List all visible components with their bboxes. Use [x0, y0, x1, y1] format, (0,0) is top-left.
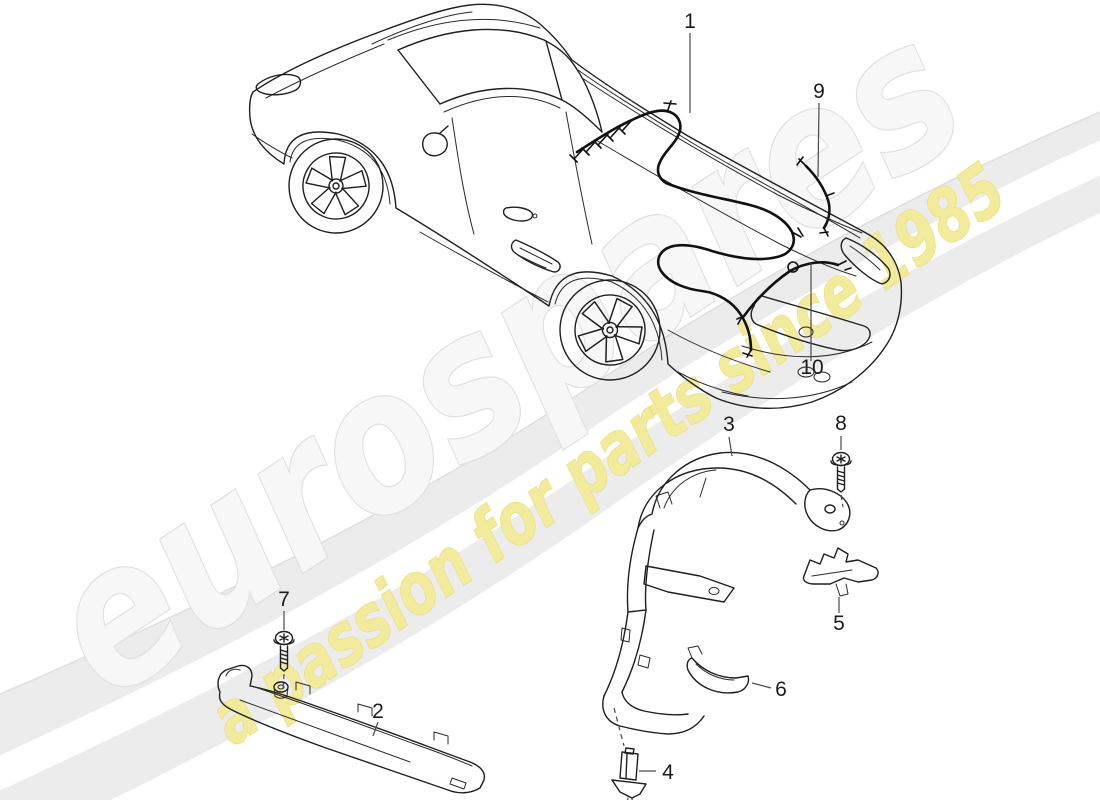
clip-outline — [802, 547, 879, 585]
guide-rail-channel-line — [251, 685, 473, 767]
cover-tab — [687, 645, 703, 659]
callout-10-label: 10 — [800, 356, 823, 379]
duct-leg-clips — [620, 627, 651, 669]
license-plate-recess — [750, 295, 871, 352]
car-illustration — [248, 3, 903, 409]
car-roof-inner-line — [387, 18, 541, 41]
part-clip-5 — [802, 547, 879, 597]
callout-5-label: 5 — [833, 612, 845, 635]
duct-bracket-hole-small — [839, 520, 845, 526]
bumper-valance-line — [721, 381, 853, 400]
guide-rail-screw-hole — [277, 684, 285, 690]
rivet-base — [611, 779, 647, 799]
side-air-vent-slats — [517, 247, 553, 269]
guide-rail-lower-line — [239, 699, 411, 763]
callout-8-dash — [840, 494, 844, 508]
exhaust-tip-right — [813, 371, 831, 383]
front-arch-lip — [289, 137, 391, 205]
clip-hook — [811, 569, 853, 597]
car-c-pillar-edge — [575, 67, 603, 133]
cover-inner-line — [695, 663, 735, 681]
callout-2-label: 2 — [372, 700, 384, 723]
guide-rail-clips — [225, 668, 467, 790]
cover-outline — [686, 657, 750, 694]
bumper-trim-line — [741, 341, 873, 358]
part-guide-rail-2 — [217, 664, 486, 794]
wiring-harness-main — [569, 100, 852, 358]
duct-left-leg — [626, 527, 655, 613]
callout-2-leader — [372, 721, 379, 737]
rear-fender-crease — [667, 329, 771, 373]
part-cover-6 — [686, 645, 750, 694]
side-mirror — [422, 125, 449, 157]
part-screw-8 — [830, 451, 852, 493]
car-hood-seam — [265, 43, 385, 99]
car-decklid-seam — [581, 77, 863, 234]
duct-bottom-channel — [602, 691, 705, 735]
callout-8-label: 8 — [835, 412, 847, 435]
door-front-seam — [451, 117, 475, 235]
door-rear-seam — [565, 111, 593, 245]
callout-6-label: 6 — [775, 678, 787, 701]
car-side-glass-top — [397, 28, 577, 69]
car-front-bumper-seam — [251, 133, 293, 159]
callout-4-dash — [613, 707, 625, 747]
guide-rail-boss-sides — [273, 686, 289, 699]
duct-end-bracket — [804, 488, 851, 532]
harness-bumper-grommet — [787, 261, 799, 273]
watermark-brand-text: eurospares — [8, 0, 1001, 740]
car-windshield-line — [371, 11, 473, 45]
harness-lid-branch-ends — [796, 156, 835, 237]
callout-1-label: 1 — [684, 10, 696, 33]
harness-lid-branch — [804, 164, 831, 230]
car-a-pillar — [397, 49, 441, 105]
car-b-pillar — [545, 40, 563, 101]
duct-foot-hole — [708, 587, 720, 595]
front-wheel — [288, 138, 384, 234]
rear-crest — [798, 326, 814, 338]
duct-foot-plate — [643, 565, 735, 603]
car-spoiler-seam — [595, 139, 857, 277]
duct-bracket-hole — [824, 504, 836, 514]
car-deck-edge-line — [577, 69, 861, 239]
door-handle — [502, 206, 534, 222]
tail-light-inner — [849, 245, 881, 271]
part-cable-duct-3 — [602, 451, 851, 735]
harness-bumper-connectors — [736, 260, 852, 325]
watermark-swoosh-highlight — [0, 140, 1100, 791]
car-body-outline — [248, 3, 903, 409]
rear-arch-lip — [554, 277, 663, 361]
callout-3-leader — [728, 436, 733, 457]
callout-9-label: 9 — [813, 80, 825, 103]
guide-rail-outline — [217, 664, 486, 794]
callout-9-leader — [817, 102, 820, 178]
duct-lower-leg — [603, 609, 647, 697]
rear-wheel — [559, 279, 661, 381]
part-rivet-4 — [611, 747, 647, 805]
duct-upper-tube — [637, 451, 811, 529]
callout-4-label: 4 — [662, 761, 674, 784]
callout-7-label: 7 — [278, 588, 290, 611]
callout-3-label: 3 — [723, 413, 735, 436]
side-air-vent — [510, 239, 561, 273]
door-handle-lock — [532, 213, 538, 219]
rivet-body — [619, 747, 639, 781]
duct-tube-ridges — [655, 469, 717, 509]
headlight — [255, 73, 302, 96]
car-side-glass-sill — [439, 87, 603, 133]
exhaust-tip-left — [797, 366, 815, 378]
underbody-line — [677, 371, 749, 397]
rocker-shadow-line — [419, 231, 549, 303]
callout-6-leader — [751, 682, 772, 689]
watermark-swoosh-edge — [0, 111, 1100, 696]
car-sill-trim — [443, 96, 561, 113]
tail-light — [840, 237, 891, 285]
callout-7-dash — [282, 673, 285, 691]
harness-branch-stubs — [569, 100, 804, 358]
